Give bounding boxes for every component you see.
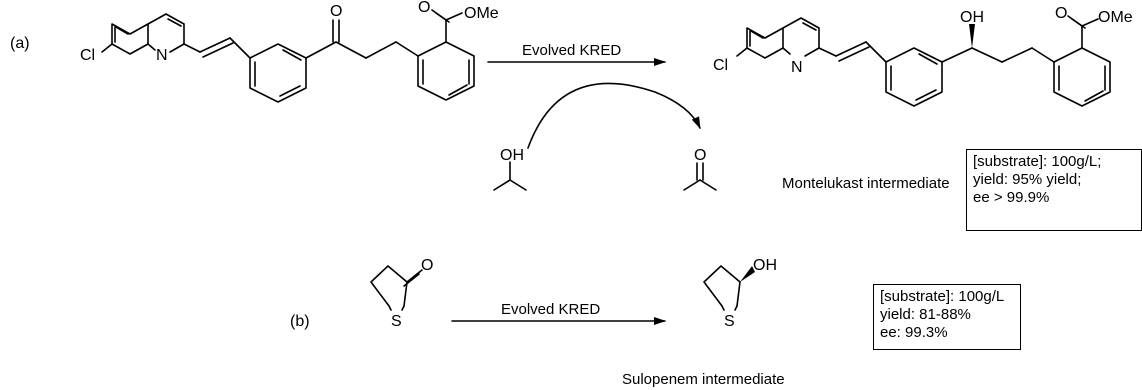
conditions-a-substrate: [substrate]: 100g/L; bbox=[973, 153, 1102, 170]
product-name-a: Montelukast intermediate bbox=[782, 175, 950, 192]
nitrogen-atom: N bbox=[156, 47, 168, 64]
product-ester-methoxy: OMe bbox=[1098, 9, 1133, 26]
product-quinoline bbox=[736, 17, 837, 59]
acetone-oxygen: O bbox=[694, 147, 706, 164]
product-benzoate-ring bbox=[1053, 15, 1111, 107]
stereo-wedge-b bbox=[740, 266, 755, 282]
conditions-b-yield: yield: 81-88% bbox=[880, 306, 971, 323]
conditions-a-ee: ee > 99.9% bbox=[973, 189, 1050, 206]
product-alcohol-chain bbox=[941, 24, 1055, 63]
panel-b-label: (b) bbox=[290, 313, 310, 330]
product-central-ring bbox=[885, 47, 943, 107]
product-name-b: Sulopenem intermediate bbox=[622, 371, 785, 388]
thiolanol-hydroxyl: OH bbox=[753, 257, 777, 274]
substrate-thiolanone bbox=[370, 265, 423, 311]
substrate-quinoline bbox=[101, 13, 201, 55]
product-vinyl-linker bbox=[835, 41, 887, 63]
cofactor-curved-arrow bbox=[527, 82, 701, 149]
product-chlorine-atom: Cl bbox=[713, 57, 728, 74]
acetone bbox=[683, 162, 717, 191]
stereo-wedge bbox=[969, 24, 975, 48]
ester-carbonyl-oxygen: O bbox=[418, 0, 430, 16]
isopropanol bbox=[493, 161, 527, 191]
product-ester-carbonyl-oxygen: O bbox=[1055, 5, 1067, 22]
product-nitrogen-atom: N bbox=[791, 59, 803, 76]
thiolanone-sulfur: S bbox=[391, 313, 402, 330]
thiolanol-sulfur: S bbox=[724, 313, 735, 330]
conditions-box-b: [substrate]: 100g/L yield: 81-88% ee: 99… bbox=[873, 284, 1021, 350]
substrate-vinyl-linker bbox=[199, 37, 251, 59]
reagent-label-b: Evolved KRED bbox=[501, 301, 600, 318]
isopropanol-oh: OH bbox=[500, 147, 524, 164]
substrate-benzoate-ring bbox=[417, 9, 475, 101]
conditions-b-ee: ee: 99.3% bbox=[880, 324, 948, 341]
substrate-central-ring bbox=[249, 43, 307, 103]
reagent-label-a: Evolved KRED bbox=[522, 42, 621, 59]
ketone-oxygen: O bbox=[330, 3, 342, 20]
conditions-b-substrate: [substrate]: 100g/L bbox=[880, 288, 1005, 305]
ester-methoxy: OMe bbox=[464, 5, 499, 22]
thiolanone-oxygen: O bbox=[421, 257, 433, 274]
substrate-ketone-chain bbox=[305, 19, 419, 59]
conditions-a-yield: yield: 95% yield; bbox=[973, 171, 1082, 188]
chlorine-atom: Cl bbox=[80, 47, 95, 64]
product-thiolanol bbox=[703, 265, 755, 311]
product-hydroxyl: OH bbox=[960, 9, 984, 26]
conditions-box-a: [substrate]: 100g/L; yield: 95% yield; e… bbox=[966, 149, 1142, 231]
panel-a-label: (a) bbox=[10, 35, 30, 52]
